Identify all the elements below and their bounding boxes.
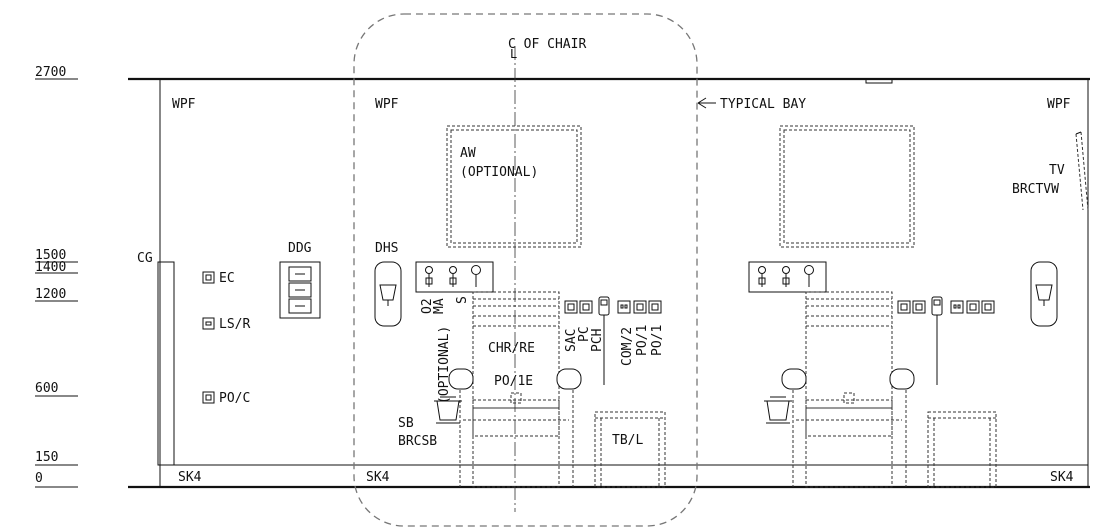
level-0: 0 <box>35 471 43 486</box>
cg-label: CG <box>137 251 153 266</box>
ec-label: EC <box>219 271 235 286</box>
typical-bay-outline <box>353 13 698 527</box>
level-markers: 2700 1500 1400 1200 600 150 0 <box>35 65 78 488</box>
armrest-right-a <box>781 368 807 390</box>
trolley-bin-left <box>594 411 666 488</box>
outlet-cluster-right <box>897 296 995 385</box>
corner-guard <box>157 261 175 466</box>
chair-right <box>792 291 907 488</box>
wpf-left: WPF <box>172 97 196 112</box>
sac-label: SAC <box>564 329 579 352</box>
ceiling-fixture <box>865 78 893 84</box>
medical-gas-panel-right <box>748 261 827 293</box>
level-600: 600 <box>35 381 58 396</box>
tv-bracket <box>1075 131 1089 211</box>
lsr-label: LS/R <box>219 317 250 332</box>
light-switch-icon <box>202 317 215 330</box>
ec-outlet-icon <box>202 271 215 284</box>
sk4-right: SK4 <box>1050 470 1074 485</box>
armrest-right-b <box>889 368 915 390</box>
ddg-label: DDG <box>288 241 312 256</box>
power-outlet-icon <box>202 391 215 404</box>
sk4-left: SK4 <box>178 470 202 485</box>
tbl-label: TB/L <box>612 433 643 448</box>
dhs-label: DHS <box>375 241 398 256</box>
level-1400: 1400 <box>35 260 66 275</box>
typical-bay-label: TYPICAL BAY <box>720 97 806 112</box>
glove-dispenser <box>279 261 321 319</box>
sharps-bin-left <box>434 396 462 424</box>
medical-gas-panel-left <box>415 261 494 293</box>
brcsb-label: BRCSB <box>398 434 437 449</box>
ma-label: MA <box>432 298 447 314</box>
armrest-left-b <box>556 368 582 390</box>
artwork-frame-right <box>779 125 915 248</box>
artwork-frame-left <box>446 125 582 248</box>
com2-label: COM/2 <box>620 327 635 366</box>
sb-label: SB <box>398 416 414 431</box>
centerline-l: L <box>510 47 517 61</box>
brctvw-label: BRCTVW <box>1012 182 1059 197</box>
po1b-label: PO/1 <box>650 325 665 356</box>
po1a-label: PO/1 <box>635 325 650 356</box>
aw-label: AW <box>460 146 476 161</box>
level-2700: 2700 <box>35 65 66 80</box>
wpf-right: WPF <box>1047 97 1071 112</box>
poc-label: PO/C <box>219 391 250 406</box>
armrest-left-a <box>448 368 474 390</box>
optional-vertical: (OPTIONAL) <box>437 326 452 404</box>
sk4-mid: SK4 <box>366 470 390 485</box>
level-1200: 1200 <box>35 287 66 302</box>
aw-optional: (OPTIONAL) <box>460 165 538 180</box>
outlet-cluster-left <box>564 296 662 385</box>
tv-label: TV <box>1049 163 1065 178</box>
pch-label: PCH <box>590 329 605 352</box>
centerline-label: C OF CHAIR <box>508 37 586 52</box>
level-1500: 1500 <box>35 248 66 263</box>
po-1e-label: PO/1E <box>494 374 533 389</box>
level-150: 150 <box>35 450 58 465</box>
hand-sanitizer-right <box>1030 261 1058 327</box>
chair-left <box>459 291 574 488</box>
chr-re-label: CHR/RE <box>488 341 535 356</box>
o2-label: O2 <box>420 298 435 314</box>
wpf-mid: WPF <box>375 97 399 112</box>
sharps-bin-right <box>764 396 792 424</box>
hand-sanitizer-left <box>374 261 402 327</box>
pc-label: PC <box>577 326 592 342</box>
trolley-bin-right <box>927 411 997 488</box>
s-label: S <box>455 296 470 304</box>
